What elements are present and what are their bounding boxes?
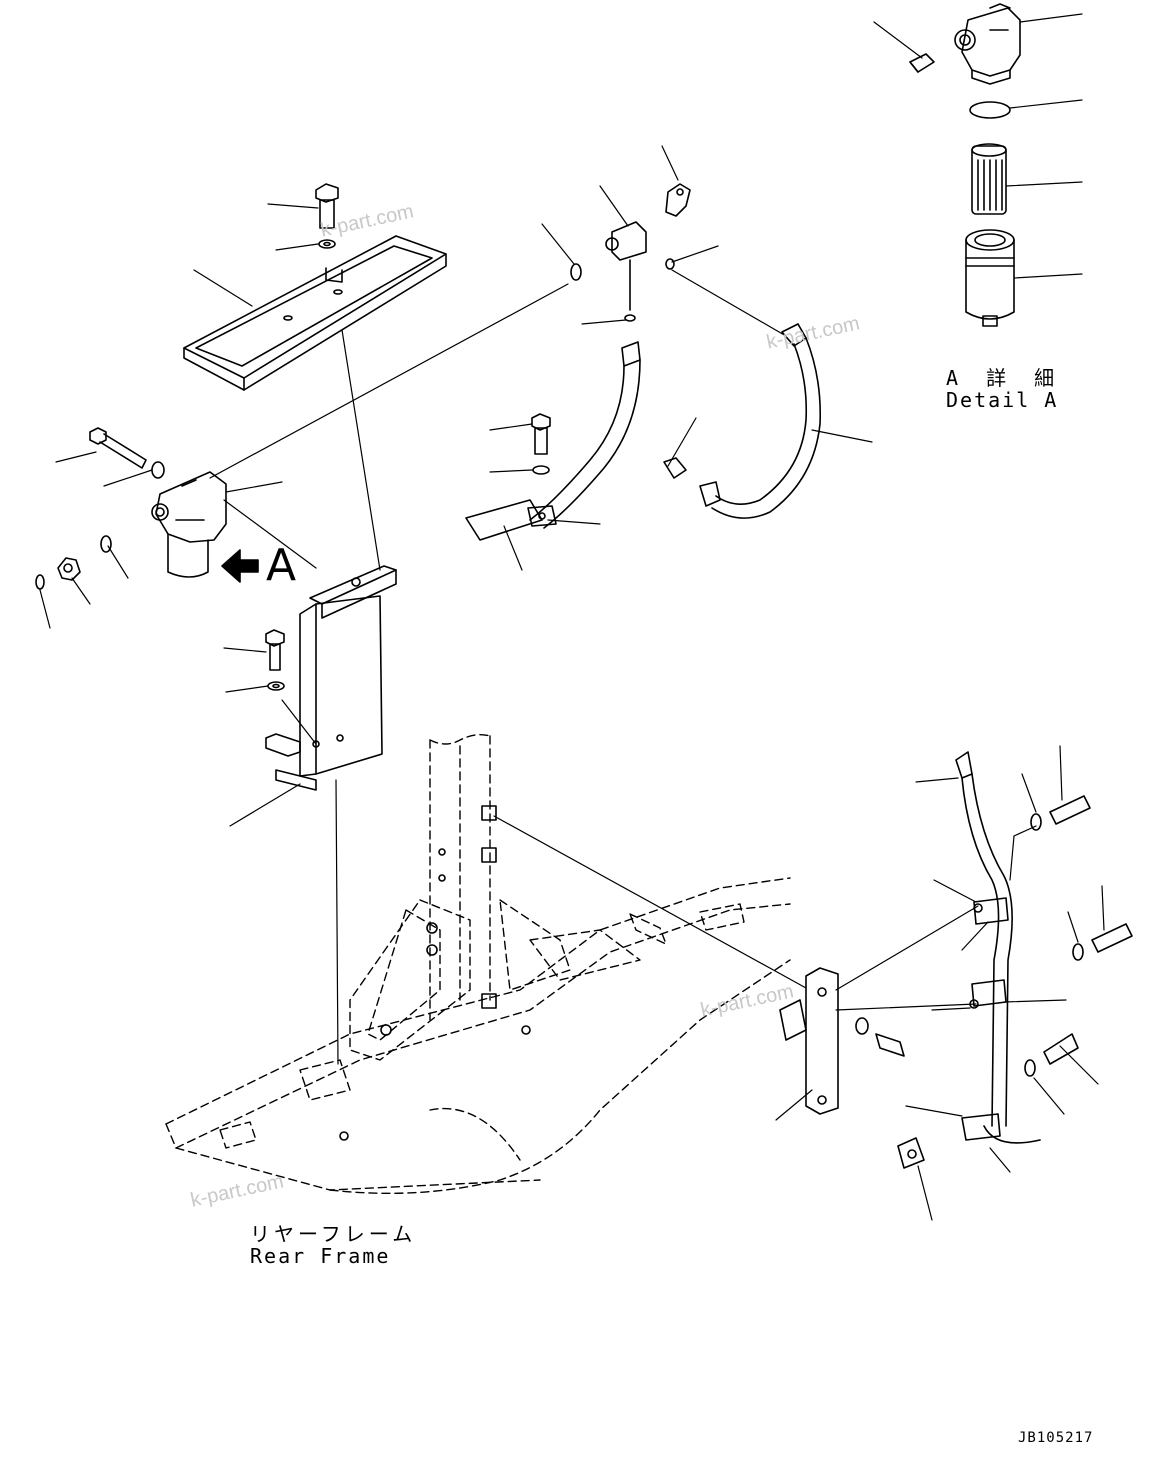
hose-bolt (531, 413, 551, 475)
filter-assembly (151, 471, 227, 578)
plate-bolt (855, 1017, 905, 1057)
right-bolts (1024, 795, 1133, 1077)
drip-tray (183, 235, 447, 391)
tray-leaders (193, 203, 381, 571)
tray-bolt (315, 183, 339, 229)
detail-label-jp: A 詳 細 (946, 366, 1063, 390)
view-arrow (221, 549, 259, 583)
elbow-fitting (605, 221, 647, 311)
bracket-washer (267, 681, 285, 691)
detail-a-o-ring (969, 101, 1011, 119)
view-marker-label: A (266, 540, 297, 591)
filter-leaders (39, 283, 569, 629)
bracket-leaders (223, 647, 339, 1065)
filter-fitting (57, 557, 81, 581)
filter-o-ring (100, 535, 112, 553)
small-o-rings (570, 258, 675, 322)
rear-frame-label-en: Rear Frame (250, 1244, 391, 1268)
tray-washer (318, 239, 336, 249)
filter-bolt (89, 427, 147, 469)
filter-bracket (265, 565, 397, 791)
drawing-number: JB105217 (1018, 1430, 1094, 1446)
swivel-fitting (665, 183, 691, 217)
detail-a-filter-head (954, 3, 1021, 85)
detail-a-filter-element (971, 143, 1007, 215)
filter-washer (151, 461, 165, 479)
hose-clamp-top (527, 505, 557, 527)
detail-a-leader-lines (873, 13, 1083, 279)
right-clamps (897, 897, 1009, 1169)
rear-frame (165, 733, 791, 1195)
detail-label-en: Detail A (946, 388, 1059, 412)
clamp-plate (779, 967, 839, 1115)
detail-a-plug (909, 53, 935, 73)
bracket-bolt (265, 629, 285, 671)
hose-fitting-small (663, 457, 687, 479)
hose-right (699, 323, 822, 519)
fitting-o-ring (35, 574, 45, 590)
right-leaders (493, 745, 1105, 1221)
frame-blocks (339, 805, 531, 1141)
hose-leaders (489, 145, 873, 571)
hose-left (465, 341, 641, 541)
rear-frame-label-jp: リヤーフレーム (250, 1222, 417, 1246)
detail-a-filter-bowl (965, 229, 1015, 327)
hose-vertical (955, 751, 1041, 1144)
